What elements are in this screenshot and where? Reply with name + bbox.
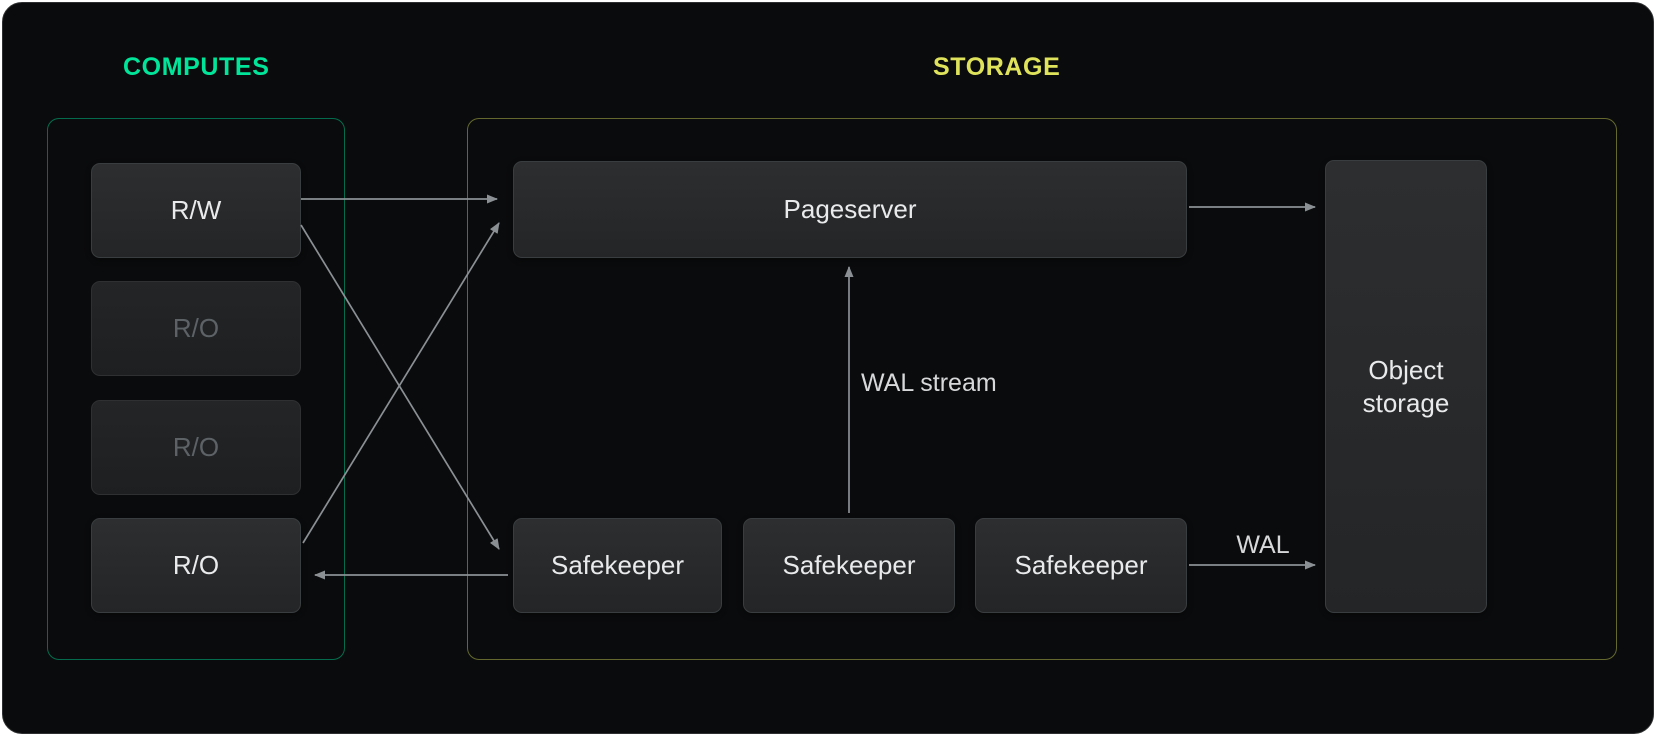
- compute-node-ro-2: R/O: [91, 400, 301, 495]
- compute-node-ro-2-label: R/O: [172, 432, 220, 462]
- safekeeper-1-label: Safekeeper: [551, 550, 684, 580]
- compute-node-ro-3-label: R/O: [172, 550, 220, 580]
- wal-stream-label: WAL stream: [861, 369, 997, 397]
- safekeeper-2-label: Safekeeper: [782, 550, 916, 580]
- pageserver-label: Pageserver: [783, 194, 917, 224]
- compute-node-ro-1-label: R/O: [172, 313, 220, 343]
- compute-node-rw: R/W: [91, 163, 301, 258]
- safekeeper-3-label: Safekeeper: [1014, 550, 1148, 580]
- safekeeper-node-2: Safekeeper: [743, 518, 955, 613]
- compute-node-ro-3: R/O: [91, 518, 301, 613]
- storage-section-label: STORAGE: [933, 53, 1061, 81]
- compute-node-ro-1: R/O: [91, 281, 301, 376]
- compute-node-rw-label: R/W: [170, 195, 222, 225]
- safekeeper-node-3: Safekeeper: [975, 518, 1187, 613]
- computes-section-label: COMPUTES: [123, 53, 270, 81]
- wal-label: WAL: [1236, 531, 1290, 559]
- object-storage-label: Object storage: [1362, 355, 1450, 418]
- object-storage-node: Object storage: [1325, 160, 1487, 613]
- safekeeper-node-1: Safekeeper: [513, 518, 722, 613]
- pageserver-node: Pageserver: [513, 161, 1187, 258]
